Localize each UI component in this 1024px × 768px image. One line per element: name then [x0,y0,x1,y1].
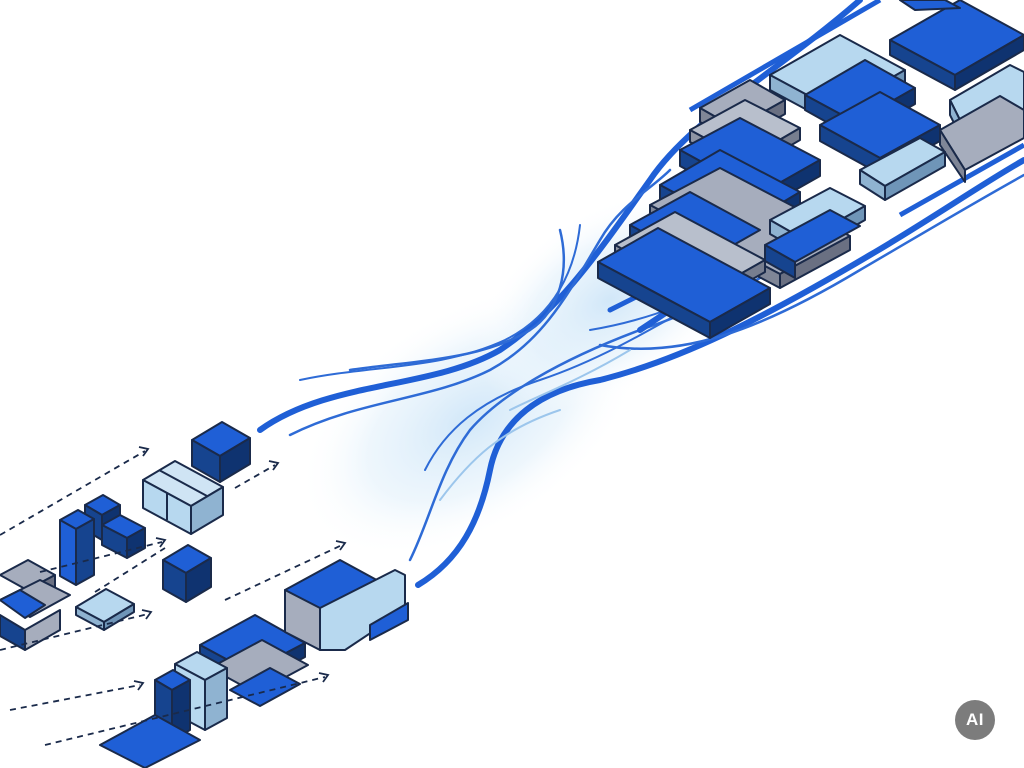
block [764,209,861,279]
tall-block-blue [59,509,95,586]
scattered-input-blocks [0,421,409,768]
data-stream-lines [288,168,1024,562]
block [597,227,771,339]
cube-blue [191,421,251,483]
ai-badge-icon: AI [955,700,995,740]
organized-block-stack [597,0,1024,339]
arrow-heads [133,446,347,691]
block [939,95,1024,183]
block [859,137,946,201]
block [899,0,961,11]
cube-light-double [142,460,224,535]
ai-badge-label: AI [966,710,984,729]
flow-arrows [0,450,343,746]
block-l-chair [99,669,201,768]
cube-blue-small [162,544,212,603]
slab-light [75,588,135,631]
block [889,0,1024,91]
block-box-open [284,559,409,651]
block-left-edge [0,589,61,651]
